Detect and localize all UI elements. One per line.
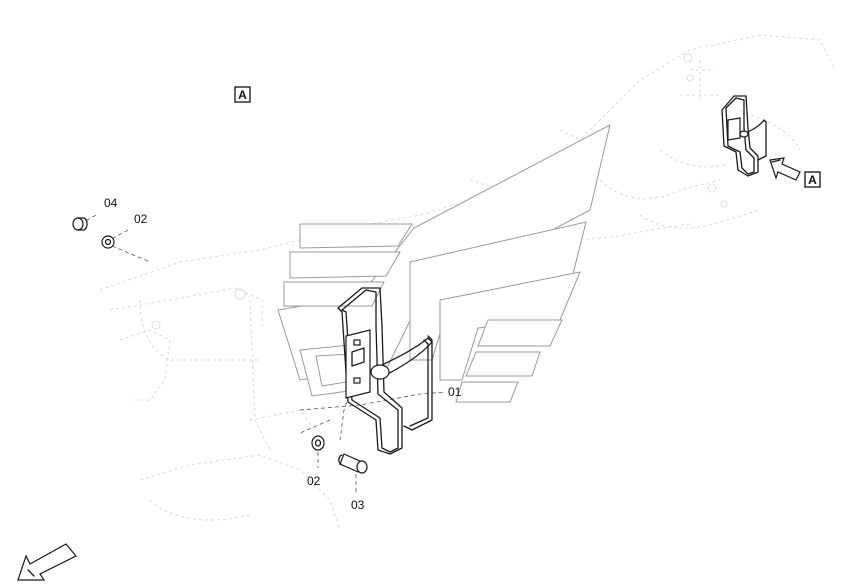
washer-top-part [101, 235, 115, 249]
callout-04-spacer: 04 [104, 196, 118, 210]
washer-bottom-part [311, 435, 325, 451]
detail-view-a-handle [721, 95, 767, 177]
callout-02-washer-top: 02 [134, 212, 148, 226]
view-direction-arrow-icon [769, 157, 801, 181]
view-label-main: A [234, 86, 251, 103]
grab-handle-part [337, 287, 433, 455]
callout-01-handle: 01 [448, 385, 462, 399]
spacer-part [72, 217, 88, 231]
view-label-detail-text: A [808, 173, 817, 187]
callout-03-bolt: 03 [351, 498, 365, 512]
view-label-main-text: A [238, 88, 247, 102]
bolt-part [338, 453, 368, 474]
leader-lines [79, 213, 447, 492]
background-machine-outline [99, 34, 836, 531]
callout-02-washer-bottom: 02 [307, 474, 321, 488]
orientation-arrow-icon [17, 543, 77, 581]
view-label-detail: A [804, 171, 821, 188]
decal-stripes [277, 124, 611, 403]
